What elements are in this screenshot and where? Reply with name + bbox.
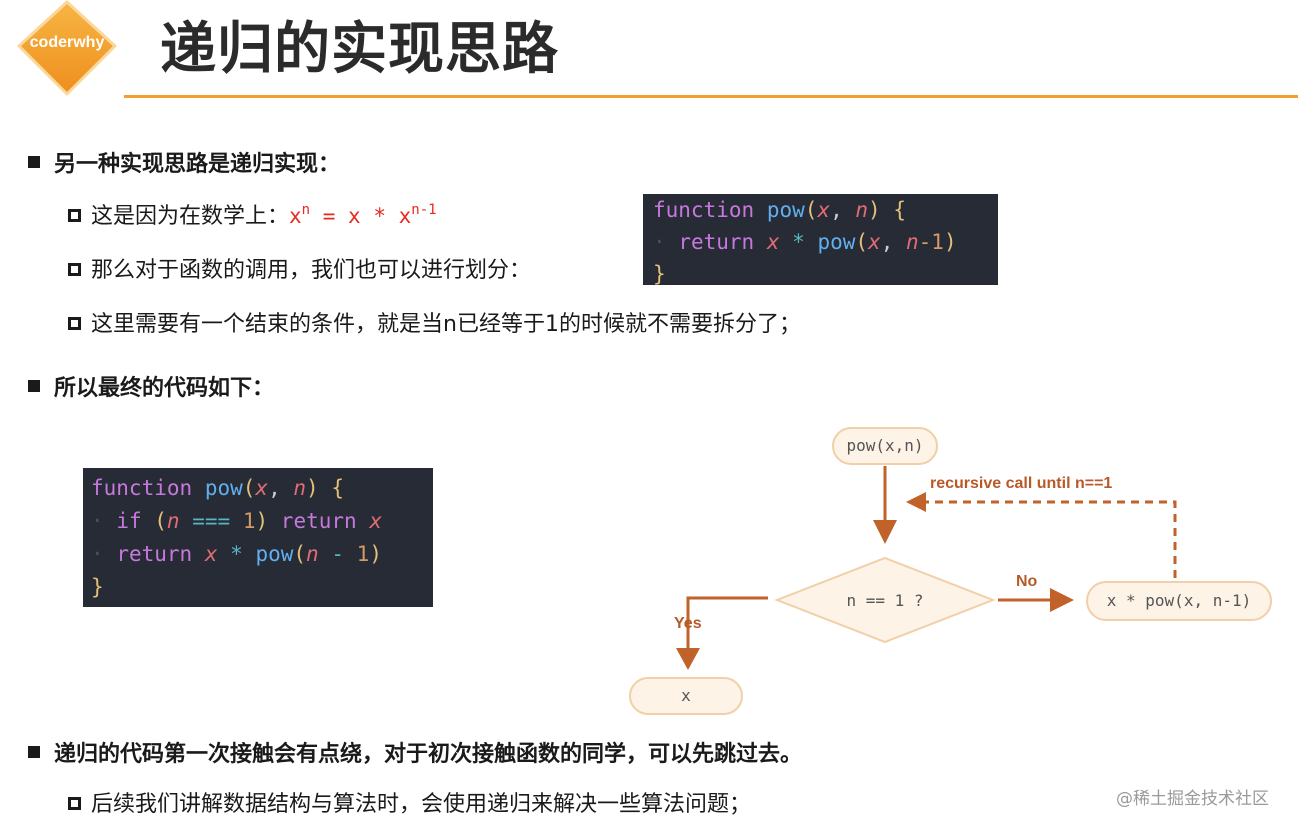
code-block-pow-final: function pow(x, n) { · if (n === 1) retur…	[83, 468, 433, 607]
svg-text:x: x	[681, 686, 691, 705]
list-item: 这里需要有一个结束的条件，就是当n已经等于1的时候就不需要拆分了；	[68, 306, 801, 338]
code-block-pow-simple: function pow(x, n) { · return x * pow(x, …	[643, 194, 998, 286]
section2-heading: 所以最终的代码如下：	[28, 370, 274, 402]
list-item-text: 后续我们讲解数据结构与算法时，会使用递归来解决一些算法问题；	[91, 792, 752, 817]
flow-arrow-no	[998, 588, 1074, 612]
bullet-square-icon	[28, 156, 40, 168]
hollow-square-bullet-icon	[68, 797, 81, 810]
flow-recursive-loop-arrow	[906, 492, 1177, 578]
code-line: }	[91, 575, 104, 599]
code-line: · return x * pow(n - 1)	[91, 542, 382, 566]
header-divider	[124, 95, 1298, 98]
flow-arrow-down	[873, 466, 897, 544]
logo-diamond-icon	[17, 0, 117, 96]
bullet-square-icon	[28, 380, 40, 392]
hollow-square-bullet-icon	[68, 317, 81, 330]
code-line: · if (n === 1) return x	[91, 509, 382, 533]
svg-text:pow(x,n): pow(x,n)	[846, 436, 923, 455]
code-line: · return x * pow(x, n-1)	[653, 230, 957, 254]
yes-label: Yes	[674, 615, 702, 632]
flow-decision-node: n == 1 ?	[774, 556, 996, 644]
coderwhy-logo: coderwhy	[16, 0, 118, 96]
list-item: 那么对于函数的调用，我们也可以进行划分：	[68, 252, 531, 284]
bullet-square-icon	[28, 746, 40, 758]
no-label: No	[1016, 573, 1038, 590]
section3-heading: 递归的代码第一次接触会有点绕，对于初次接触函数的同学，可以先跳过去。	[28, 736, 802, 768]
list-item-text: 那么对于函数的调用，我们也可以进行划分：	[91, 258, 532, 283]
list-item-text: 这里需要有一个结束的条件，就是当n已经等于1的时候就不需要拆分了；	[91, 312, 801, 337]
flow-recursive-node: x * pow(x, n-1)	[1086, 581, 1272, 621]
svg-text:n == 1 ?: n == 1 ?	[846, 591, 923, 610]
recursion-flowchart: pow(x,n) recursive call until n==1 n == …	[629, 427, 1272, 715]
page-title: 递归的实现思路	[160, 17, 559, 82]
list-item-text: 这是因为在数学上：	[91, 204, 290, 229]
loop-label: recursive call until n==1	[930, 475, 1112, 492]
list-item: 这是因为在数学上：xn = x * xn-1	[68, 198, 437, 230]
watermark: @稀土掘金技术社区	[1116, 789, 1269, 809]
flow-result-node: x	[629, 677, 743, 715]
math-formula: xn = x * xn-1	[289, 202, 437, 228]
flow-arrow-yes	[676, 596, 768, 670]
code-line: function pow(x, n) {	[653, 198, 906, 222]
flow-start-node: pow(x,n)	[832, 427, 938, 465]
logo-text: coderwhy	[29, 34, 105, 51]
code-line: function pow(x, n) {	[91, 476, 344, 500]
svg-text:x * pow(x, n-1): x * pow(x, n-1)	[1107, 591, 1252, 610]
section1-heading: 另一种实现思路是递归实现：	[28, 146, 340, 178]
code-line: }	[653, 262, 666, 286]
hollow-square-bullet-icon	[68, 263, 81, 276]
list-item: 后续我们讲解数据结构与算法时，会使用递归来解决一些算法问题；	[68, 786, 751, 818]
hollow-square-bullet-icon	[68, 209, 81, 222]
